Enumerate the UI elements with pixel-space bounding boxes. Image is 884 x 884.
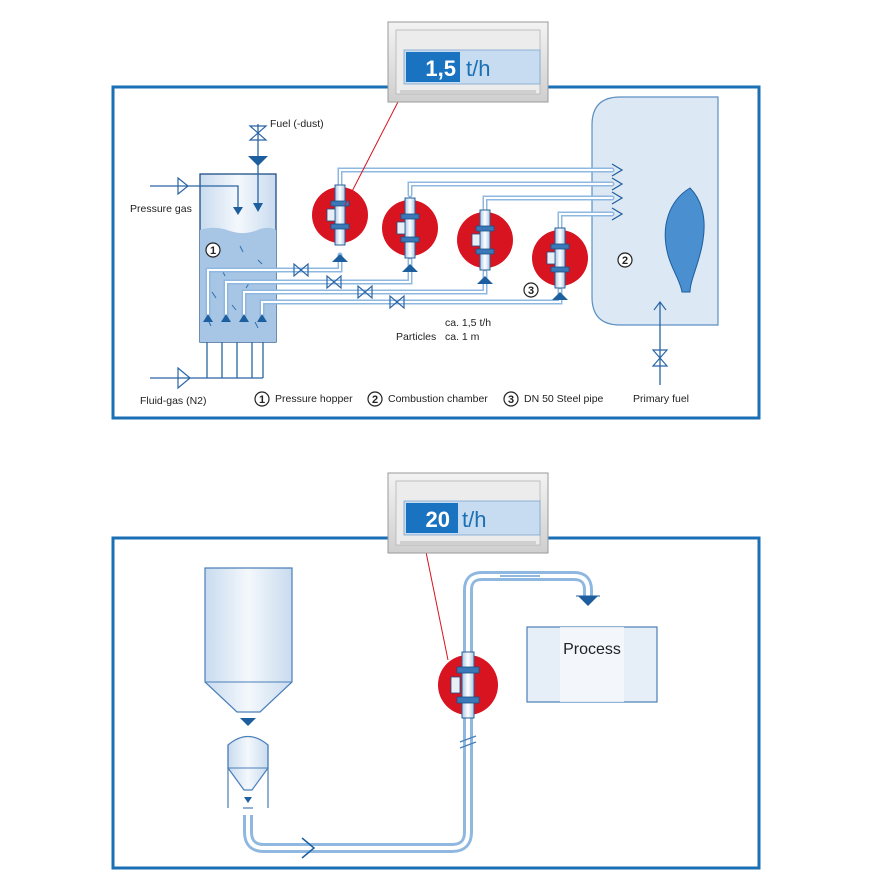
display-unit-top: t/h — [466, 56, 490, 81]
marker-1: 1 — [205, 242, 221, 258]
flow-display-top: 1,5 t/h — [387, 21, 549, 103]
indicator-line-top — [344, 97, 401, 206]
legend: 1 Pressure hopper 2 Combustion chamber 3… — [254, 391, 604, 407]
primary-fuel-valve-icon — [651, 349, 669, 367]
display-value-bottom: 20 — [426, 507, 450, 532]
process-label: Process — [563, 641, 621, 658]
marker-3: 3 — [523, 282, 539, 298]
indicator-line-bottom — [425, 551, 449, 661]
silo-outlet-icon — [240, 718, 256, 726]
legend-combustion-chamber: Combustion chamber — [388, 393, 488, 405]
label-fluid-gas: Fluid-gas (N2) — [140, 395, 207, 407]
fluid-gas-inlet-icon — [177, 366, 191, 390]
fuel-inlet-icon — [248, 156, 268, 166]
svg-text:3: 3 — [508, 394, 514, 406]
sensor-bottom — [438, 651, 498, 719]
svg-text:1: 1 — [210, 245, 216, 257]
label-particles: Particles — [396, 331, 436, 343]
line-valves — [293, 262, 405, 310]
legend-pressure-hopper: Pressure hopper — [275, 393, 353, 405]
svg-text:2: 2 — [372, 394, 378, 406]
svg-text:2: 2 — [622, 255, 628, 267]
display-unit-bottom: t/h — [462, 507, 486, 532]
process-inlet-icon — [578, 596, 598, 606]
silo — [204, 567, 293, 713]
label-particles-value: ca. 1 m — [445, 331, 480, 343]
legend-steel-pipe: DN 50 Steel pipe — [524, 393, 604, 405]
flow-arrow-icon — [301, 837, 316, 859]
label-pressure-gas: Pressure gas — [130, 203, 192, 215]
display-value-top: 1,5 — [425, 56, 456, 81]
marker-2: 2 — [617, 252, 633, 268]
svg-text:3: 3 — [528, 285, 534, 297]
svg-text:1: 1 — [259, 394, 265, 406]
flame-icon — [664, 187, 705, 293]
label-primary-fuel: Primary fuel — [633, 393, 689, 405]
hopper-fill — [200, 227, 276, 342]
fuel-valve-icon — [248, 125, 268, 141]
primary-fuel-arrow-icon — [653, 301, 667, 311]
label-flow-rate: ca. 1,5 t/h — [445, 317, 491, 329]
pressure-gas-inlet-icon — [177, 176, 189, 196]
flow-display-bottom: 20 t/h — [387, 472, 549, 554]
feeder — [227, 735, 269, 791]
label-fuel-dust: Fuel (-dust) — [270, 118, 324, 130]
